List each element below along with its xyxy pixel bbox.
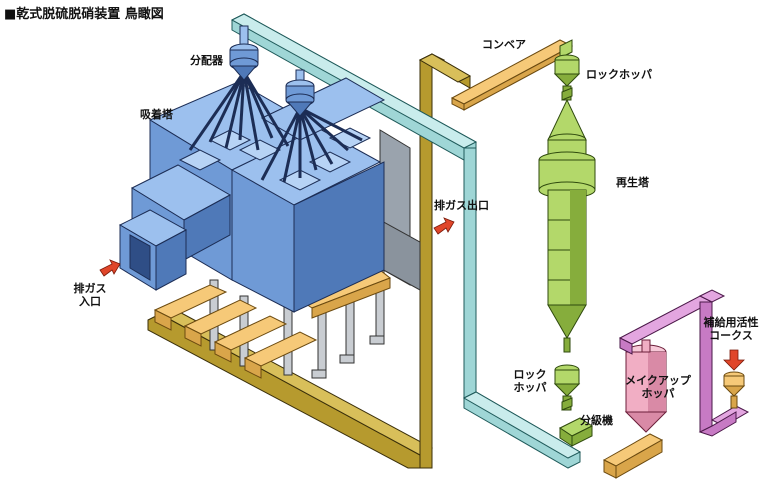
label-coke-line1: 補給用活性 xyxy=(703,316,759,329)
coke-arrow xyxy=(723,349,745,371)
label-inlet: 排ガス 入口 xyxy=(72,282,108,308)
page-title: ■乾式脱硫脱硝装置 鳥瞰図 xyxy=(4,7,164,22)
label-inlet-line2: 入口 xyxy=(79,295,101,308)
bottom-right-conveyor xyxy=(602,433,664,479)
bottom-conveyors xyxy=(153,269,391,379)
label-distributor: 分配器 xyxy=(190,54,223,67)
label-lock-hopper-bottom: ロック ホッパ xyxy=(510,368,550,394)
label-conveyor: コンベア xyxy=(482,38,526,51)
regeneration-tower xyxy=(538,39,596,447)
screw-feeders xyxy=(561,87,573,411)
label-coke-line2: コークス xyxy=(709,329,753,342)
label-regenerator: 再生塔 xyxy=(616,176,649,189)
top-conveyor xyxy=(450,39,574,111)
outlet-arrow xyxy=(433,217,455,235)
absorber-tower xyxy=(118,77,386,313)
inlet-arrow xyxy=(99,259,121,277)
label-makeup-hopper: メイクアップ ホッパ xyxy=(622,374,694,400)
label-outlet: 排ガス出口 xyxy=(434,199,489,212)
makeup-hopper xyxy=(624,339,668,433)
label-classifier: 分級機 xyxy=(580,414,613,427)
distributor-feed-lines xyxy=(188,71,363,183)
distributor-2 xyxy=(285,69,315,117)
label-makeup-hopper-line2: ホッパ xyxy=(641,387,675,400)
purple-pipe xyxy=(618,289,750,437)
label-lock-hopper-bottom-line2: ホッパ xyxy=(513,381,547,394)
flow-arrows xyxy=(99,217,745,371)
absorber-back-block xyxy=(379,129,421,291)
label-lock-hopper-top: ロックホッパ xyxy=(586,68,652,81)
distributor-1 xyxy=(229,25,259,81)
label-makeup-hopper-line1: メイクアップ xyxy=(625,374,691,387)
label-absorber: 吸着塔 xyxy=(140,108,173,121)
coke-feed-hopper xyxy=(722,371,746,409)
label-coke: 補給用活性 コークス xyxy=(698,316,764,342)
label-lock-hopper-bottom-line1: ロック xyxy=(513,368,547,381)
label-inlet-line1: 排ガス xyxy=(73,282,107,295)
